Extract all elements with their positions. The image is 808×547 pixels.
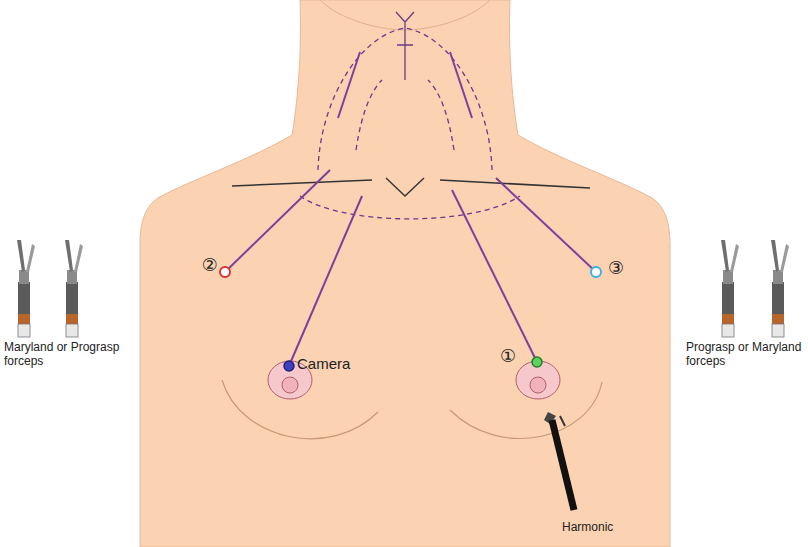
forceps-icon — [17, 240, 35, 337]
callout-number: ② — [202, 255, 218, 275]
flap-outline — [300, 196, 520, 219]
dissection-line — [356, 80, 382, 150]
torso — [140, 0, 670, 547]
instrument-label: Harmonic — [562, 520, 613, 534]
trajectory-line — [225, 170, 330, 272]
port-label: Camera — [297, 355, 350, 372]
trajectory-line — [496, 178, 596, 272]
callout-number: ③ — [608, 258, 624, 278]
midline-mark — [396, 12, 414, 80]
clavicle — [440, 180, 590, 188]
forceps-icon — [721, 240, 739, 337]
forceps-icon — [65, 240, 83, 337]
callout-number: ① — [500, 346, 516, 366]
port — [284, 361, 294, 371]
nipple — [530, 377, 546, 393]
sternal-notch — [386, 178, 424, 196]
trajectory-line — [450, 52, 472, 118]
port — [591, 267, 601, 277]
dissection-line — [428, 80, 454, 150]
instrument-label: Maryland or Prograsp forceps — [4, 340, 122, 368]
trajectory-line — [338, 52, 360, 118]
nipple — [282, 377, 298, 393]
port — [532, 357, 542, 367]
port — [220, 267, 230, 277]
harmonic-instrument — [544, 412, 574, 510]
instrument-label: Prograsp or Maryland forceps — [686, 340, 804, 368]
trajectory-line — [289, 196, 362, 366]
trajectory-line — [452, 190, 537, 362]
forceps-icon — [771, 240, 789, 337]
clavicle — [232, 180, 372, 186]
